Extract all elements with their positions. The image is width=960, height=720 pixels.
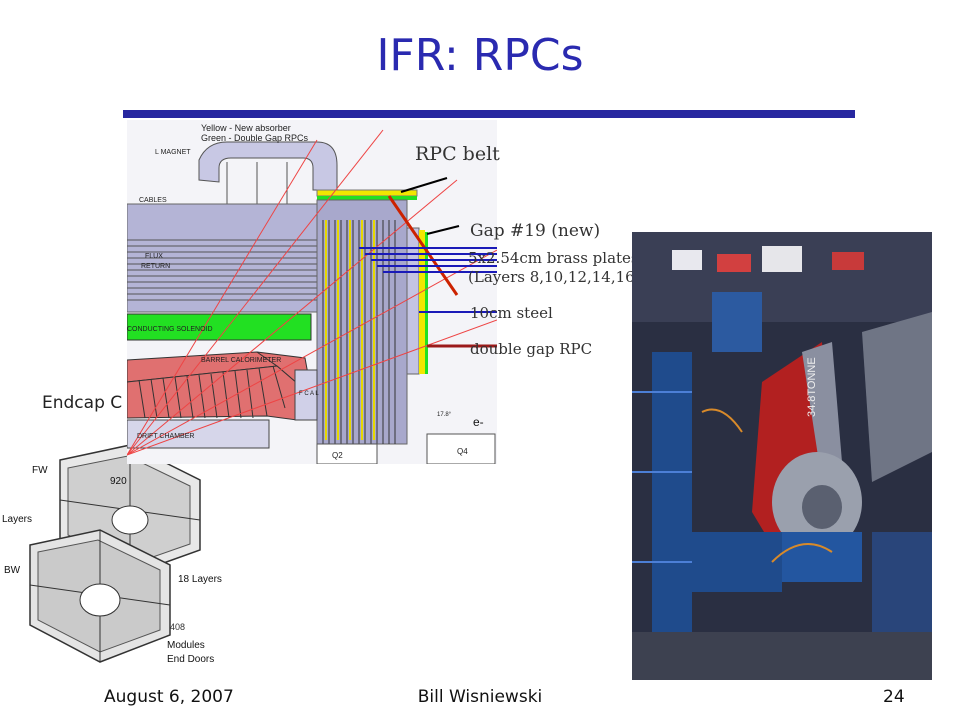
modules-label: Modules [167,640,205,651]
q2-label: Q2 [332,451,343,460]
title-divider [123,110,855,118]
layers-label: Layers [2,514,32,525]
detector-cross-section: Yellow - New absorber Green - Double Gap… [127,120,497,464]
legend-line-1: Yellow - New absorber [201,123,291,133]
endcap-diagram: FW 920 Layers BW 18 Layers 408 Modules E… [2,444,222,665]
number-408-label: 408 [170,622,185,632]
legend-line-2: Green - Double Gap RPCs [201,133,309,143]
detector-photo: 34.8TONNE [632,232,932,680]
tonnage-stencil: 34.8TONNE [806,357,818,417]
endcap-label: Endcap C [42,393,123,413]
q4-label: Q4 [457,447,468,456]
drift-chamber-label: DRIFT CHAMBER [137,433,194,440]
angle-label: 17.8° [437,412,452,418]
solenoid-label: CONDUCTING SOLENOID [127,326,213,333]
barrel-calorimeter-label: BARREL CALORIMETER [201,357,281,364]
layers-18-label: 18 Layers [178,574,222,585]
flux-label: FLUX [145,253,163,260]
page-title: IFR: RPCs [376,30,584,81]
footer-date: August 6, 2007 [104,687,234,707]
bw-label: BW [4,565,21,576]
end-doors-label: End Doors [167,654,214,665]
magnet-label: L MAGNET [155,149,191,156]
return-label: RETURN [141,263,170,270]
fw-label: FW [32,465,48,476]
page-number: 24 [883,687,905,707]
electron-label: e- [473,415,484,429]
backward-endcap-hexagon [29,529,171,663]
fcal-label: F C A L [299,391,319,397]
footer-author: Bill Wisniewski [417,687,543,707]
dimension-label: 920 [110,476,127,487]
cables-label: CABLES [139,197,167,204]
